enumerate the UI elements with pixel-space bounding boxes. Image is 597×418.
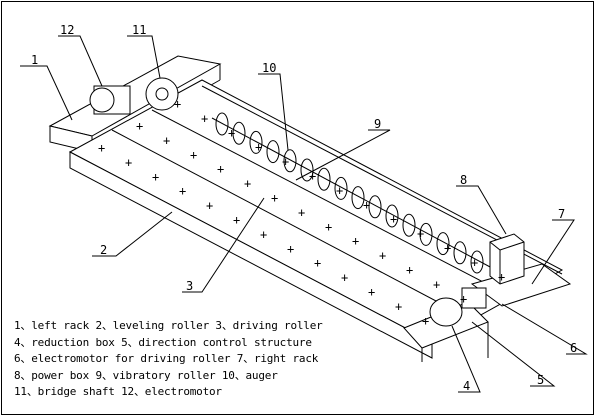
plus-mark: + (255, 140, 262, 154)
label-1: 1 (31, 53, 38, 67)
auger-flight (317, 167, 331, 191)
auger-flight (249, 130, 263, 154)
auger-flight (368, 195, 382, 219)
plus-mark: + (287, 242, 294, 256)
legend-line: 8、power box 9、vibratory roller 10、auger (14, 368, 278, 382)
plus-mark: + (379, 249, 386, 263)
plus-mark: + (395, 299, 402, 313)
auger-flight (283, 149, 297, 173)
parts-legend: 1、left rack 2、leveling roller 3、driving … (14, 318, 374, 401)
plus-mark: + (282, 155, 289, 169)
auger-flight (385, 204, 399, 228)
electromotor (89, 85, 131, 115)
label-4: 4 (463, 379, 470, 393)
plus-mark: + (498, 270, 505, 284)
auger-flight (232, 121, 246, 145)
auger-flight (419, 222, 433, 246)
power-box (489, 233, 525, 285)
legend-line: 11、bridge shaft 12、electromotor (14, 385, 222, 399)
trough-body (68, 79, 564, 359)
label-6: 6 (570, 341, 577, 355)
plus-mark: + (98, 141, 105, 155)
auger-flight (334, 176, 348, 200)
plus-mark: + (444, 241, 451, 255)
label-11: 11 (132, 23, 146, 37)
label-10: 10 (262, 61, 276, 75)
plus-mark: + (201, 111, 208, 125)
label-5: 5 (537, 373, 544, 387)
plus-mark: + (217, 162, 224, 176)
leader-lines (20, 35, 588, 393)
plus-mark: + (298, 205, 305, 219)
plus-mark: + (417, 227, 424, 241)
plus-mark: + (471, 255, 478, 269)
plus-mark: + (260, 227, 267, 241)
plus-mark: + (233, 213, 240, 227)
plus-mark: + (244, 177, 251, 191)
auger-flight (215, 112, 229, 136)
label-9: 9 (374, 117, 381, 131)
plus-mark: + (206, 199, 213, 213)
auger-flight (266, 140, 280, 164)
plus-mark: + (325, 220, 332, 234)
plus-mark: + (336, 183, 343, 197)
auger-flight (436, 232, 450, 256)
plus-mark: + (433, 277, 440, 291)
plus-mark: + (174, 97, 181, 111)
legend-line: 1、left rack 2、leveling roller 3、driving … (14, 319, 323, 332)
label-12: 12 (60, 23, 74, 37)
plus-mark: + (460, 292, 467, 306)
plus-mark: + (125, 155, 132, 169)
bridge-shaft-pulley (145, 77, 179, 111)
legend-line: 4、reduction box 5、direction control stru… (14, 335, 312, 349)
plus-mark: + (390, 212, 397, 226)
plus-mark: + (314, 256, 321, 270)
label-7: 7 (558, 207, 565, 221)
roller-texture: + + + + + + + + + + + + + + + + + + + + + + + + + + + + + + + + + + + + + + + (98, 97, 505, 328)
auger-flight (402, 213, 416, 237)
plus-mark: + (341, 271, 348, 285)
plus-mark: + (152, 170, 159, 184)
plus-mark: + (271, 191, 278, 205)
plus-mark: + (422, 314, 429, 328)
plus-mark: + (136, 119, 143, 133)
label-2: 2 (100, 243, 107, 257)
plus-mark: + (406, 263, 413, 277)
auger-flight (453, 241, 467, 265)
label-8: 8 (460, 173, 467, 187)
auger-flight (351, 186, 365, 210)
label-3: 3 (186, 279, 193, 293)
drive-assembly (403, 287, 489, 362)
plus-mark: + (309, 169, 316, 183)
plus-mark: + (190, 148, 197, 162)
auger-axis (211, 117, 493, 269)
auger (211, 112, 493, 274)
plus-mark: + (368, 285, 375, 299)
plus-mark: + (363, 198, 370, 212)
legend-line: 6、electromotor for driving roller 7、righ… (14, 352, 319, 366)
plus-mark: + (179, 184, 186, 198)
plus-mark: + (352, 234, 359, 248)
plus-mark: + (163, 133, 170, 147)
auger-flight (470, 250, 484, 274)
plus-mark: + (228, 126, 235, 140)
